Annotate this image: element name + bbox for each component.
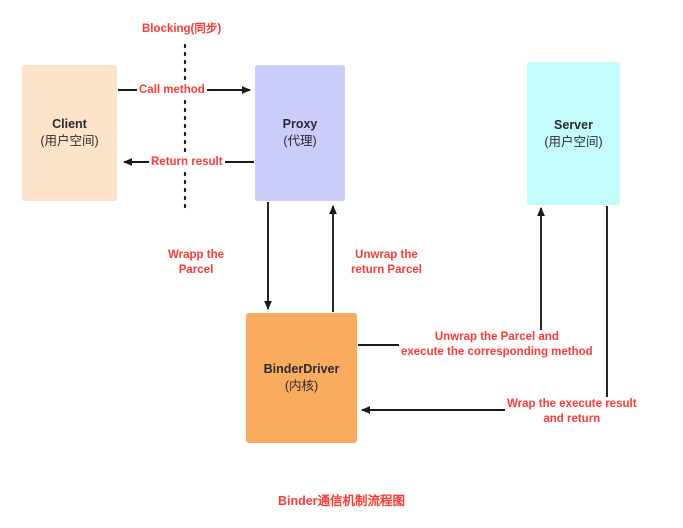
node-binder-driver-title: BinderDriver [263,362,340,377]
edge-label-wrapp-parcel: Wrapp the Parcel [166,248,227,278]
edge-label-return-result: Return result [149,155,225,170]
edge-label-unwrap-execute-line2: execute the corresponding method [401,345,593,358]
edge-label-wrapp-parcel-line1: Wrapp the [168,249,225,261]
node-server-title: Server [554,117,593,132]
edge-label-wrap-execute-result: Wrap the execute result and return [505,397,639,427]
edge-label-unwrap-return-parcel-line2: return Parcel [351,263,422,276]
node-proxy[interactable]: Proxy (代理) [255,65,345,201]
edge-label-unwrap-return-parcel: Unwrap the return Parcel [349,248,424,278]
edge-label-unwrap-execute-line1: Unwrap the Parcel and [434,331,559,343]
edge-label-unwrap-execute: Unwrap the Parcel and execute the corres… [399,330,595,360]
node-server-subtitle: (用户空间) [544,134,603,149]
edge-label-wrap-execute-result-line2: and return [543,412,601,425]
node-server[interactable]: Server (用户空间) [527,62,620,205]
node-binder-driver-subtitle: (内核) [284,379,319,393]
node-client[interactable]: Client (用户空间) [22,65,117,201]
node-proxy-title: Proxy [282,117,318,132]
node-client-title: Client [52,117,87,132]
edge-label-blocking: Blocking(同步) [140,22,224,37]
node-proxy-subtitle: (代理) [283,134,317,148]
edge-label-unwrap-return-parcel-line1: Unwrap the [355,249,418,261]
node-client-subtitle: (用户空间) [40,134,99,148]
edge-label-wrapp-parcel-line2: Parcel [178,263,214,276]
edge-label-wrap-execute-result-line1: Wrap the execute result [507,398,637,410]
diagram-title: Binder通信机制流程图 [277,494,406,508]
edge-label-call-method: Call method [137,83,207,98]
node-binder-driver[interactable]: BinderDriver (内核) [246,313,357,443]
